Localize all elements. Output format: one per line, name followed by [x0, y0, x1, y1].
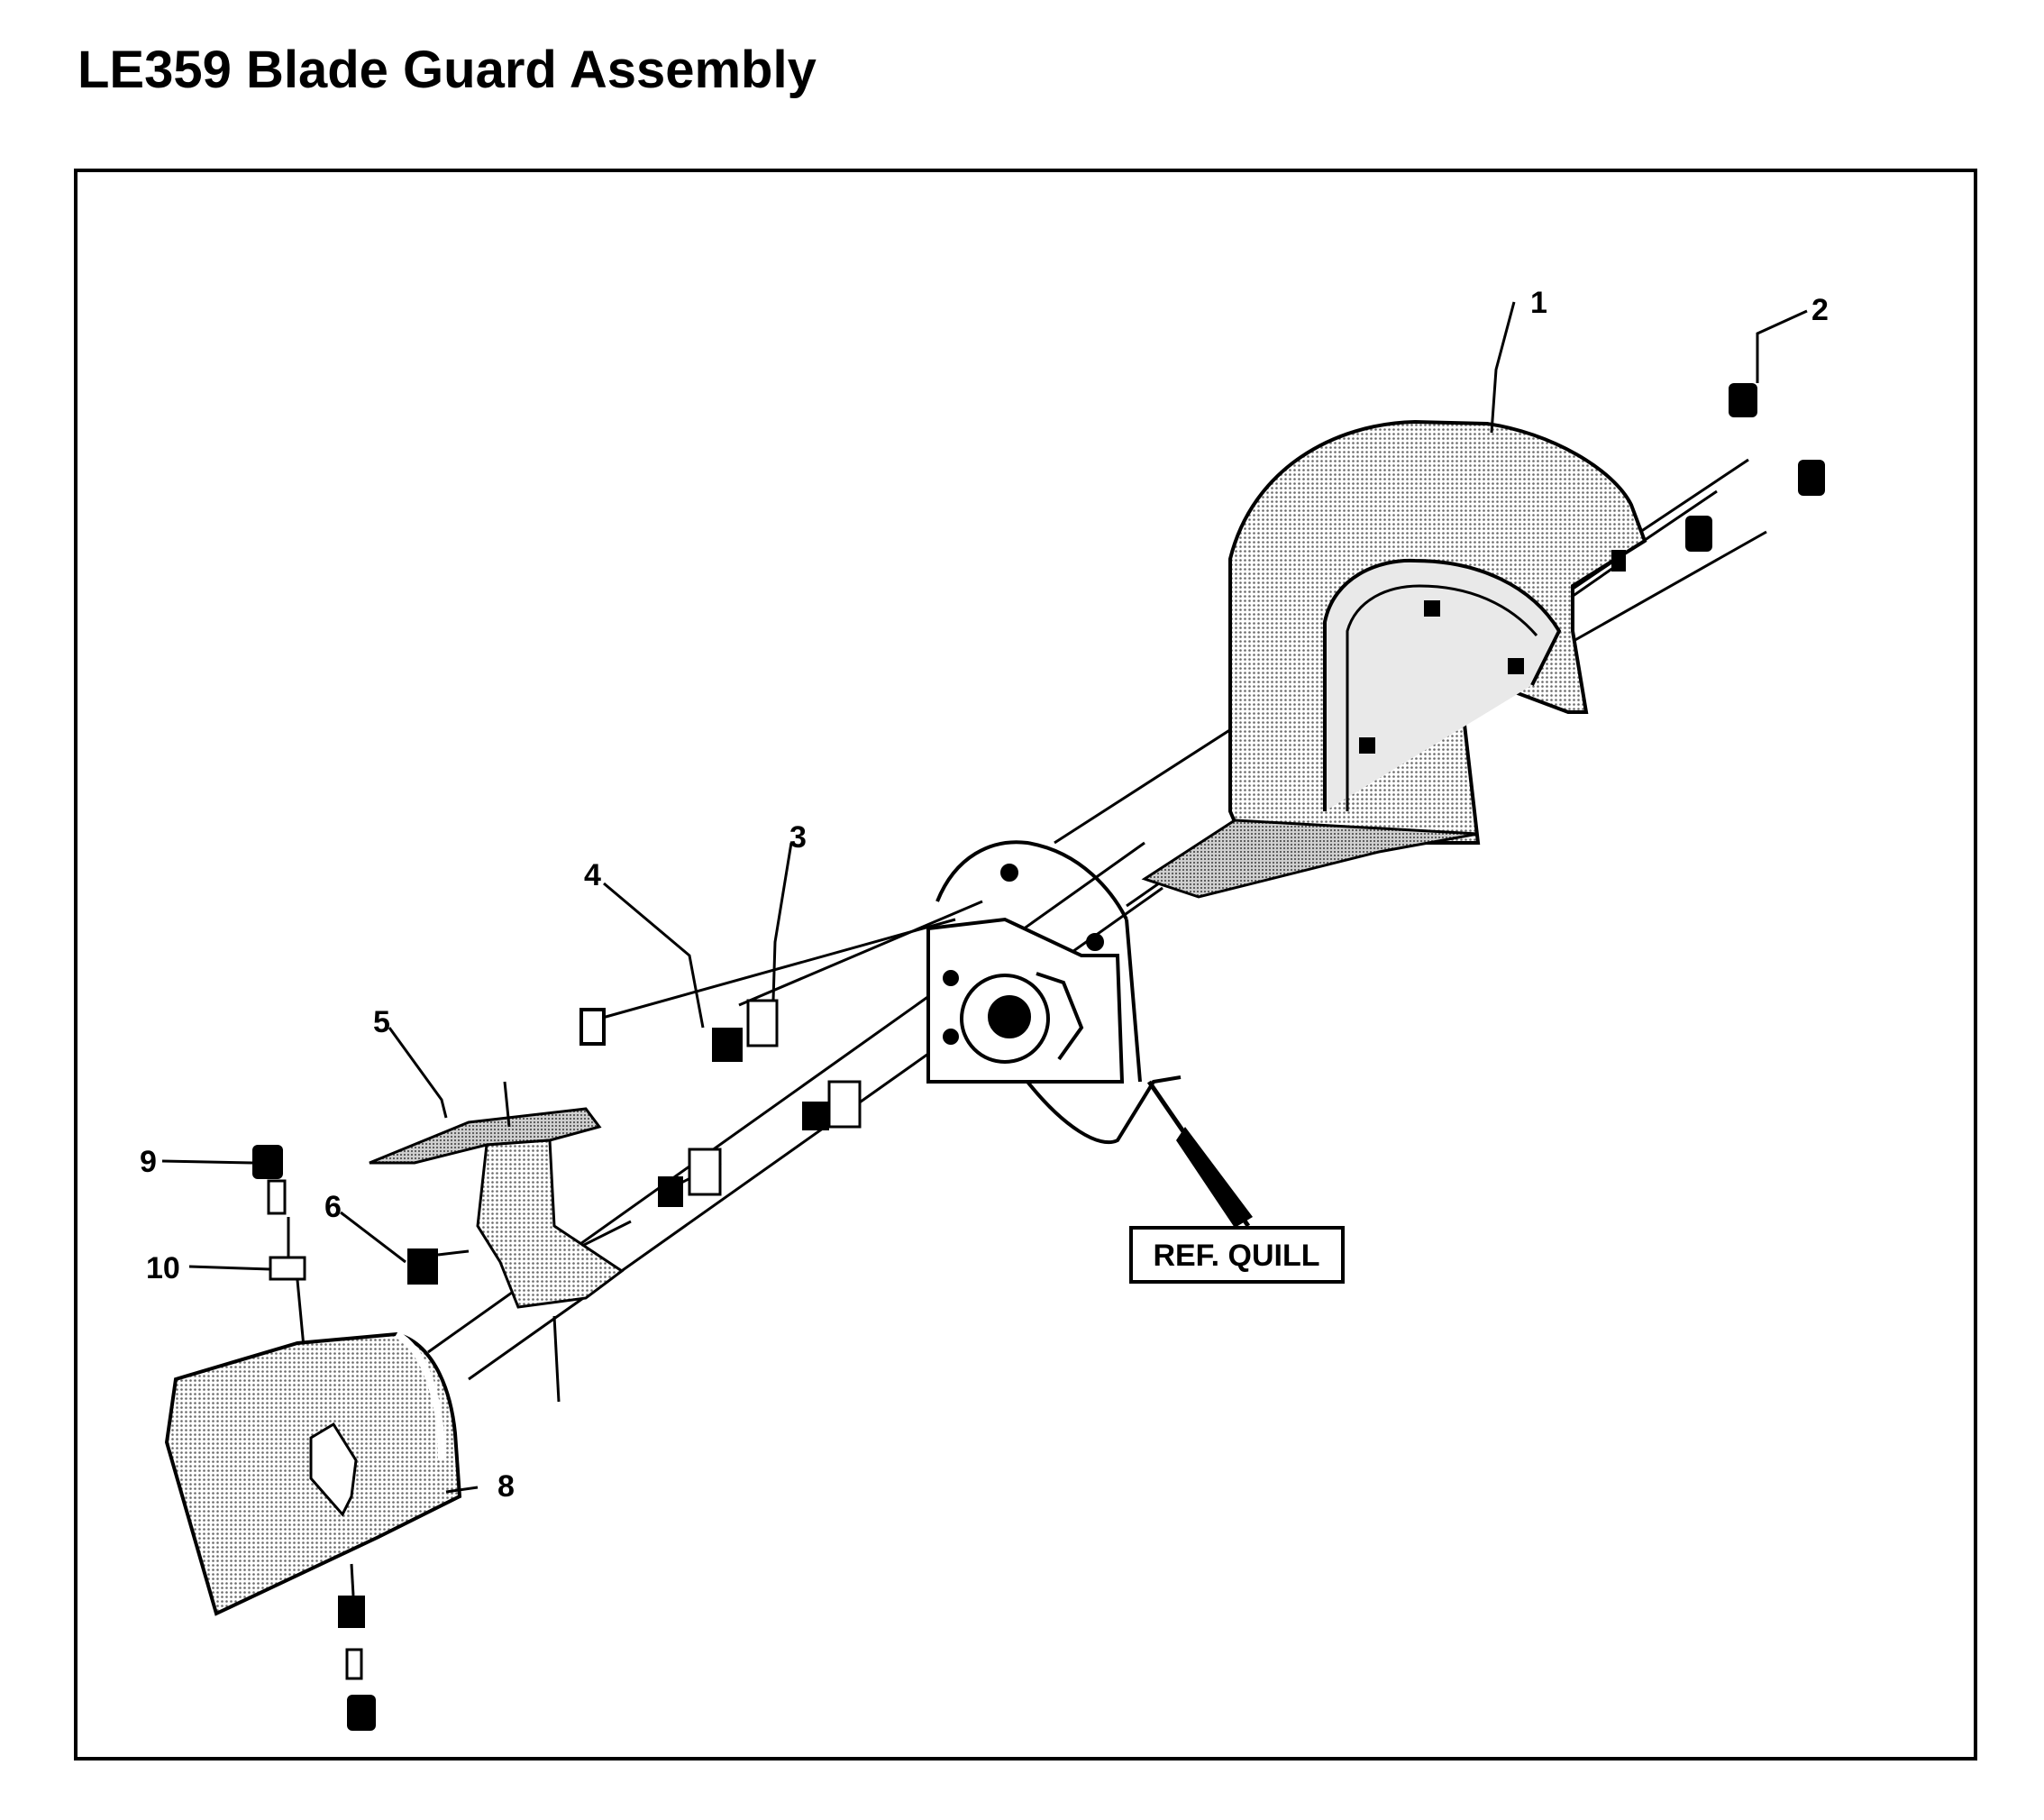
knob-fasteners: [1685, 383, 1825, 552]
callout-5: 5: [373, 1005, 390, 1039]
callout-9: 9: [140, 1145, 157, 1179]
page-title: LE359 Blade Guard Assembly: [78, 41, 817, 99]
axis-fasteners: [658, 999, 862, 1207]
nut-6: [407, 1248, 438, 1285]
ref-quill-label: REF. QUILL: [1153, 1239, 1319, 1273]
callout-3: 3: [789, 820, 807, 855]
callout-6: 6: [324, 1190, 342, 1224]
callout-8: 8: [497, 1469, 515, 1504]
callout-2: 2: [1811, 293, 1829, 327]
diagram-frame: [74, 169, 1977, 1761]
upper-blade-guard: [1141, 419, 1647, 899]
callout-1: 1: [1530, 286, 1547, 320]
ref-quill-leader: [1146, 1080, 1253, 1228]
ref-quill-box: [1129, 1226, 1345, 1284]
callout-10: 10: [146, 1251, 180, 1285]
knob-and-clip: [252, 1145, 306, 1358]
callout-4: 4: [584, 858, 601, 892]
lower-blade-guard: [164, 1331, 462, 1731]
callout-leaders: [161, 301, 1808, 1494]
quill-housing: [579, 840, 1182, 1145]
guard-bracket: [369, 1081, 625, 1403]
